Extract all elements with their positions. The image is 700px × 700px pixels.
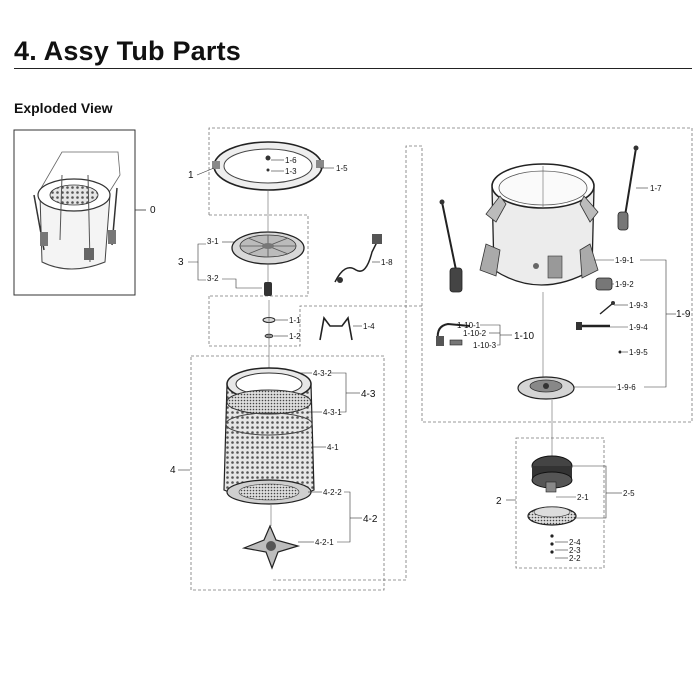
part-1-4-bracket[interactable] xyxy=(319,316,353,341)
callout-1-1: 1-1 xyxy=(289,316,301,325)
callout-1-7: 1-7 xyxy=(650,184,662,193)
callout-3-2: 3-2 xyxy=(207,274,219,283)
callout-1-4: 1-4 xyxy=(363,322,375,331)
part-4-spin-basket[interactable] xyxy=(223,367,315,570)
part-1-9-2-sensor[interactable] xyxy=(595,277,613,291)
callout-2: 2 xyxy=(496,496,502,507)
callout-1-9: 1-9 xyxy=(676,309,691,320)
callout-4-3: 4-3 xyxy=(361,389,376,400)
part-1-7-suspension-rod[interactable] xyxy=(617,145,639,231)
callout-4-3-1: 4-3-1 xyxy=(323,408,342,417)
section-subtitle: Exploded View xyxy=(14,100,113,116)
callout-1-9-6: 1-9-6 xyxy=(617,383,636,392)
part-suspension-rod-left[interactable] xyxy=(439,199,463,293)
callout-1-8: 1-8 xyxy=(381,258,393,267)
callout-1-9-1: 1-9-1 xyxy=(615,256,634,265)
title-divider xyxy=(14,68,692,69)
callout-1-5: 1-5 xyxy=(336,164,348,173)
part-1-9-3-clip[interactable] xyxy=(599,301,615,315)
page-title: 4. Assy Tub Parts xyxy=(14,36,241,66)
part-1-9-1-outer-tub[interactable] xyxy=(479,163,599,286)
callout-2-3: 2-3 xyxy=(569,546,581,555)
part-1-9-4-hose[interactable] xyxy=(576,322,610,330)
callout-1-6: 1-6 xyxy=(285,156,297,165)
callout-1: 1 xyxy=(188,170,194,181)
callout-1-9-4: 1-9-4 xyxy=(629,323,648,332)
callout-1-9-3: 1-9-3 xyxy=(629,301,648,310)
callout-1-9-5: 1-9-5 xyxy=(629,348,648,357)
part-1-tub-cover[interactable] xyxy=(212,141,324,191)
overview-assembly[interactable]: 0 xyxy=(13,129,156,296)
callout-2-5: 2-5 xyxy=(623,489,635,498)
callout-1-10-3: 1-10-3 xyxy=(473,341,497,350)
callout-4-2-2: 4-2-2 xyxy=(323,488,342,497)
callout-4: 4 xyxy=(170,465,176,476)
callout-1-10-2: 1-10-2 xyxy=(463,329,487,338)
callout-4-2: 4-2 xyxy=(363,514,378,525)
callout-4-2-1: 4-2-1 xyxy=(315,538,334,547)
callout-1-9-2: 1-9-2 xyxy=(615,280,634,289)
callout-1-10: 1-10 xyxy=(514,331,534,342)
part-3-pulsator[interactable] xyxy=(231,231,305,296)
callout-3-1: 3-1 xyxy=(207,237,219,246)
part-1-9-5-screw[interactable] xyxy=(618,350,622,354)
callout-1-3: 1-3 xyxy=(285,167,297,176)
callout-4-1: 4-1 xyxy=(327,443,339,452)
callout-2-1: 2-1 xyxy=(577,493,589,502)
callout-1-2: 1-2 xyxy=(289,332,301,341)
callout-4-3-2: 4-3-2 xyxy=(313,369,332,378)
part-1-10-hose-assembly[interactable] xyxy=(436,322,471,346)
callout-0: 0 xyxy=(150,205,156,216)
part-1-9-6-tub-bottom[interactable] xyxy=(517,376,575,400)
part-2-clutch-assembly[interactable] xyxy=(527,400,577,554)
callout-1-10-1: 1-10-1 xyxy=(457,321,481,330)
callout-2-4: 2-4 xyxy=(569,538,581,547)
callout-2-2: 2-2 xyxy=(569,554,581,563)
part-1-8-wire-harness[interactable] xyxy=(334,234,382,283)
group-frames xyxy=(190,127,693,591)
callout-3: 3 xyxy=(178,257,184,268)
